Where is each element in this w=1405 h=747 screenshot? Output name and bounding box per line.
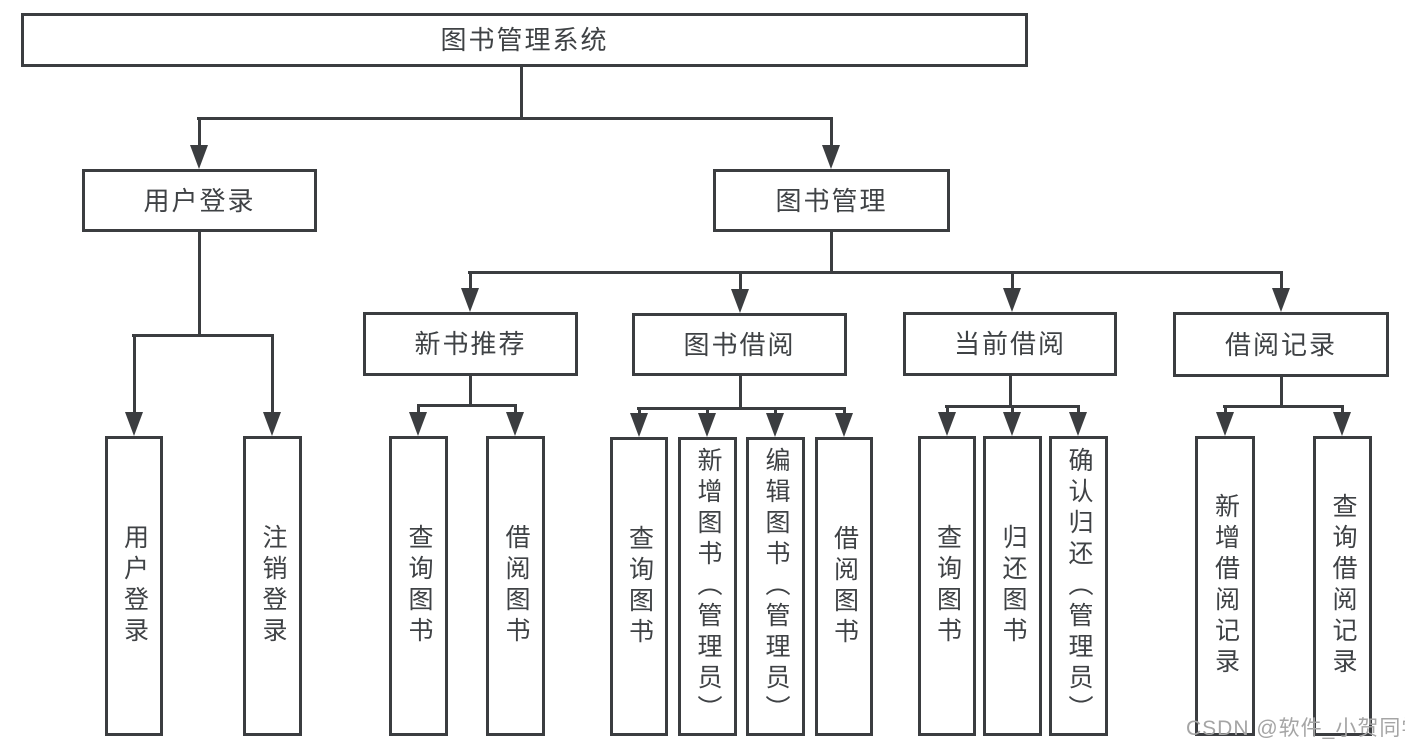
arrowhead-icon (461, 288, 479, 312)
arrowhead-icon (1069, 412, 1087, 436)
connector-line (945, 406, 949, 414)
arrowhead-icon (506, 412, 524, 436)
connector-line (1279, 377, 1283, 408)
connector-line (270, 335, 274, 414)
connector-line (197, 118, 201, 147)
connector-line (468, 376, 472, 407)
diagram-node-leaf-add-record: 新增借阅记录 (1195, 436, 1255, 736)
connector-line (1223, 406, 1227, 414)
arrowhead-icon (1003, 412, 1021, 436)
arrowhead-icon (1272, 288, 1290, 312)
connector-line (842, 408, 846, 415)
diagram-node-leaf-borrow-book-borrow: 借阅图书 (815, 437, 873, 736)
connector-line (132, 335, 136, 414)
diagram-node-leaf-logout: 注销登录 (243, 436, 302, 736)
arrowhead-icon (822, 145, 840, 169)
connector-line (468, 272, 472, 290)
diagram-node-leaf-user-login: 用户登录 (105, 436, 163, 736)
connector-line (1076, 406, 1080, 414)
connector-line (468, 270, 1283, 274)
arrowhead-icon (125, 412, 143, 436)
connector-line (1010, 272, 1014, 290)
arrowhead-icon (938, 412, 956, 436)
connector-line (738, 376, 742, 410)
diagram-node-leaf-add-book: 新增图书（管理员） (678, 437, 737, 736)
diagram-node-leaf-query-book-new: 查询图书 (389, 436, 448, 736)
connector-line (637, 408, 641, 415)
diagram-node-book-mgmt: 图书管理 (713, 169, 950, 232)
arrowhead-icon (835, 413, 853, 437)
connector-line (829, 118, 833, 147)
diagram-node-new-book-rec: 新书推荐 (363, 312, 578, 376)
connector-line (1340, 406, 1344, 414)
diagram-node-current-borrow: 当前借阅 (903, 312, 1117, 376)
arrowhead-icon (1003, 288, 1021, 312)
connector-line (773, 408, 777, 415)
arrowhead-icon (1333, 412, 1351, 436)
diagram-node-leaf-query-record: 查询借阅记录 (1313, 436, 1372, 736)
connector-line (829, 232, 833, 274)
connector-line (637, 406, 846, 410)
arrowhead-icon (1216, 412, 1234, 436)
connector-line (1010, 406, 1014, 414)
connector-line (1279, 272, 1283, 290)
connector-line (738, 272, 742, 291)
diagram-node-leaf-confirm-return: 确认归还（管理员） (1049, 436, 1108, 736)
diagram-node-user-login: 用户登录 (82, 169, 317, 232)
diagram-node-leaf-return-book: 归还图书 (983, 436, 1042, 736)
connector-line (705, 408, 709, 415)
connector-line (513, 405, 517, 414)
connector-line (197, 232, 201, 337)
arrowhead-icon (698, 413, 716, 437)
arrowhead-icon (766, 413, 784, 437)
diagram-node-book-borrow: 图书借阅 (632, 313, 847, 376)
diagram-node-leaf-borrow-book-new: 借阅图书 (486, 436, 545, 736)
connector-line (1008, 376, 1012, 408)
watermark: CSDN @软件_小贺同学 (1186, 717, 1405, 740)
connector-line (1223, 404, 1344, 408)
connector-line (197, 116, 833, 120)
diagram-node-borrow-records: 借阅记录 (1173, 312, 1389, 377)
arrowhead-icon (630, 413, 648, 437)
arrowhead-icon (731, 289, 749, 313)
connector-line (132, 333, 274, 337)
connector-line (519, 66, 523, 120)
arrowhead-icon (190, 145, 208, 169)
connector-line (417, 403, 517, 407)
diagram-node-leaf-edit-book: 编辑图书（管理员） (746, 437, 805, 736)
arrowhead-icon (263, 412, 281, 436)
diagram-node-leaf-query-book-borrow: 查询图书 (610, 437, 668, 736)
arrowhead-icon (409, 412, 427, 436)
diagram-node-root: 图书管理系统 (21, 13, 1028, 67)
connector-line (416, 405, 420, 414)
diagram-node-leaf-query-book-current: 查询图书 (918, 436, 976, 736)
